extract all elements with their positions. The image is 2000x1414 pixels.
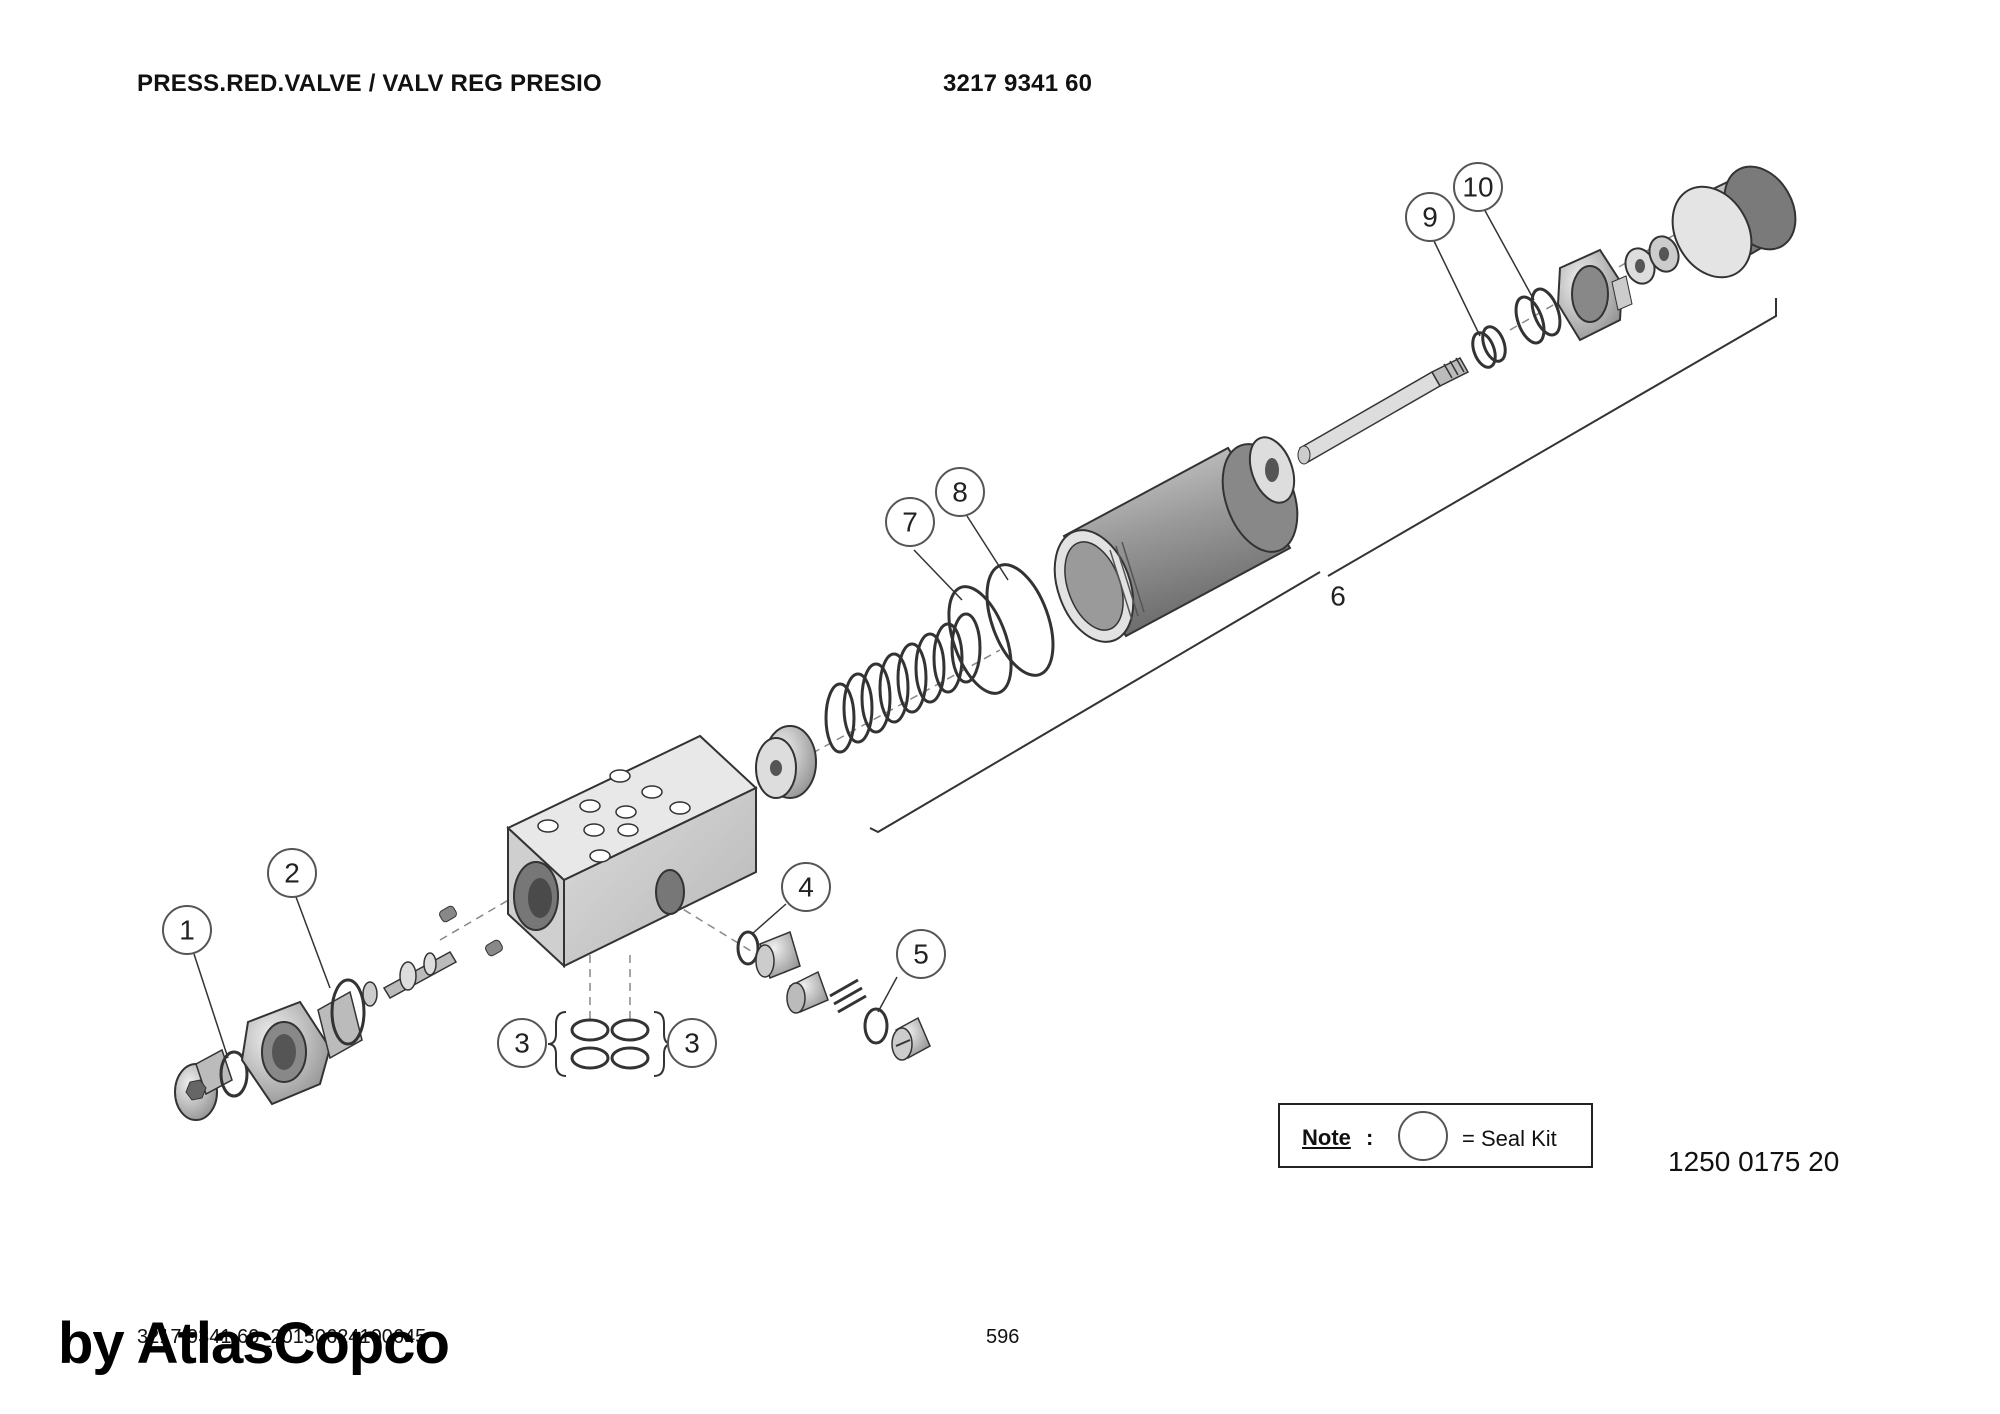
- o-ring-set-3: [570, 1018, 650, 1070]
- callout-6: 6: [1330, 581, 1346, 612]
- note-text: = Seal Kit: [1462, 1126, 1557, 1151]
- callout-7: 7: [902, 507, 918, 538]
- leader-lines: [193, 206, 1535, 1059]
- hex-nipple-part: [240, 990, 363, 1106]
- watermark: by AtlasCopco: [58, 1311, 450, 1376]
- piston-disc-part: [755, 725, 817, 799]
- callout-3-left: 3: [514, 1028, 530, 1059]
- callout-labels: 1 2 3 3 4 5 6 7 8 9 10: [179, 172, 1493, 1059]
- callout-5: 5: [913, 939, 929, 970]
- washer-part: [1248, 436, 1296, 504]
- o-ring-1: [219, 1050, 249, 1098]
- o-ring-8: [985, 563, 1055, 677]
- knob-cap-part: [1671, 165, 1797, 279]
- lock-nut-part: [1556, 248, 1633, 342]
- callout-circles: [162, 162, 1503, 1068]
- adjusting-shaft-part: [1297, 357, 1470, 465]
- set-screw-part: [891, 1016, 931, 1061]
- callout-1: 1: [179, 915, 195, 946]
- callout-2: 2: [284, 858, 300, 889]
- valve-stem-part: [362, 905, 503, 1007]
- seal-kit-note: Note : = Seal Kit: [1278, 1103, 1593, 1168]
- valve-body-block: [506, 734, 758, 969]
- page-title: PRESS.RED.VALVE / VALV REG PRESIO: [137, 70, 602, 97]
- note-label: Note: [1302, 1125, 1351, 1150]
- plug-part: [174, 1048, 233, 1121]
- o-ring-4: [736, 930, 760, 966]
- callout-9: 9: [1422, 202, 1438, 233]
- washer-pair-part: [1624, 235, 1680, 285]
- o-ring-5: [863, 1007, 889, 1045]
- o-ring-2: [330, 978, 366, 1046]
- callout-4: 4: [798, 872, 814, 903]
- drawing-number: 1250 0175 20: [1668, 1146, 1840, 1177]
- part-number: 3217 9341 60: [943, 70, 1093, 97]
- footer-document-code: 3217 9341 60_20150624100645: [137, 1326, 427, 1348]
- o-ring-7: [947, 585, 1013, 695]
- callout-8: 8: [952, 477, 968, 508]
- spring-part: [824, 612, 982, 754]
- note-colon: :: [1366, 1125, 1374, 1150]
- o-ring-10: [1514, 287, 1562, 345]
- page-number: 596: [986, 1326, 1020, 1348]
- seal-kit-circle-icon: [1398, 1111, 1448, 1161]
- o-ring-9: [1471, 325, 1507, 369]
- curly-braces: [547, 1011, 673, 1077]
- side-plug-part: [755, 930, 867, 1014]
- group-bracket: [869, 298, 1777, 834]
- callout-10: 10: [1462, 172, 1493, 203]
- callout-3-right: 3: [684, 1028, 700, 1059]
